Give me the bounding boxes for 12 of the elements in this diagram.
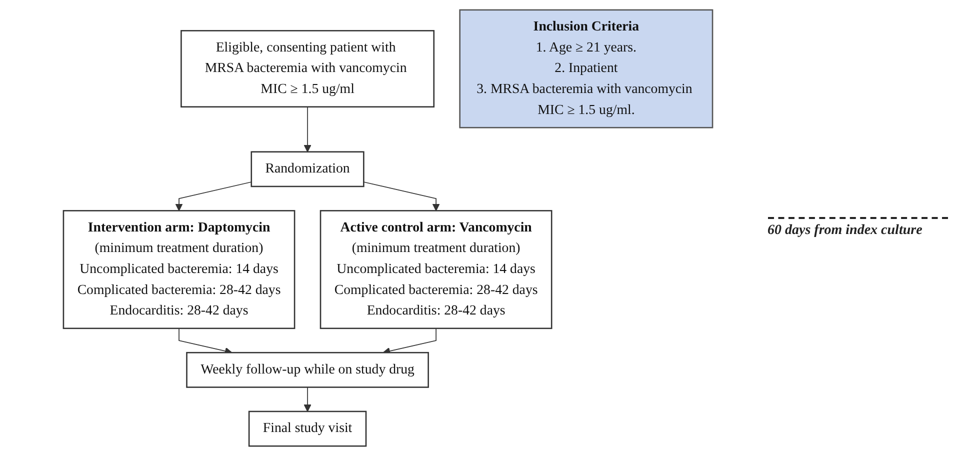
node-box: Active control arm: Vancomycin (minimum treatment duration) Uncomplicated bacteremia: 14 days Complicated bacteremia: 28-42 days Endocarditis: 28-42 days [319,210,552,330]
node-box: Randomization [250,151,364,188]
arrow [303,386,311,412]
node-box: Weekly follow-up while on study drug [186,352,428,388]
node-box: Inclusion Criteria 1. Age ≥ 21 years. 2. Inpatient 3. MRSA bacteremia with vancomycin MIC ≥ 1.5 ug/ml. [458,9,713,128]
arrow [362,182,440,212]
arrow [174,182,252,212]
node-box: Final study visit [248,410,366,447]
node-box: Eligible, consenting patient with MRSA bacteremia with vancomycin MIC ≥ 1.5 ug/ml [180,30,434,108]
note-text: 60 days from index culture [768,223,924,239]
arrow [303,106,311,152]
node-box: Intervention arm: Daptomycin (minimum treatment duration) Uncomplicated bacteremia: 14 days Complicated bacteremia: 28-42 days Endocarditis: 28-42 days [62,210,295,330]
